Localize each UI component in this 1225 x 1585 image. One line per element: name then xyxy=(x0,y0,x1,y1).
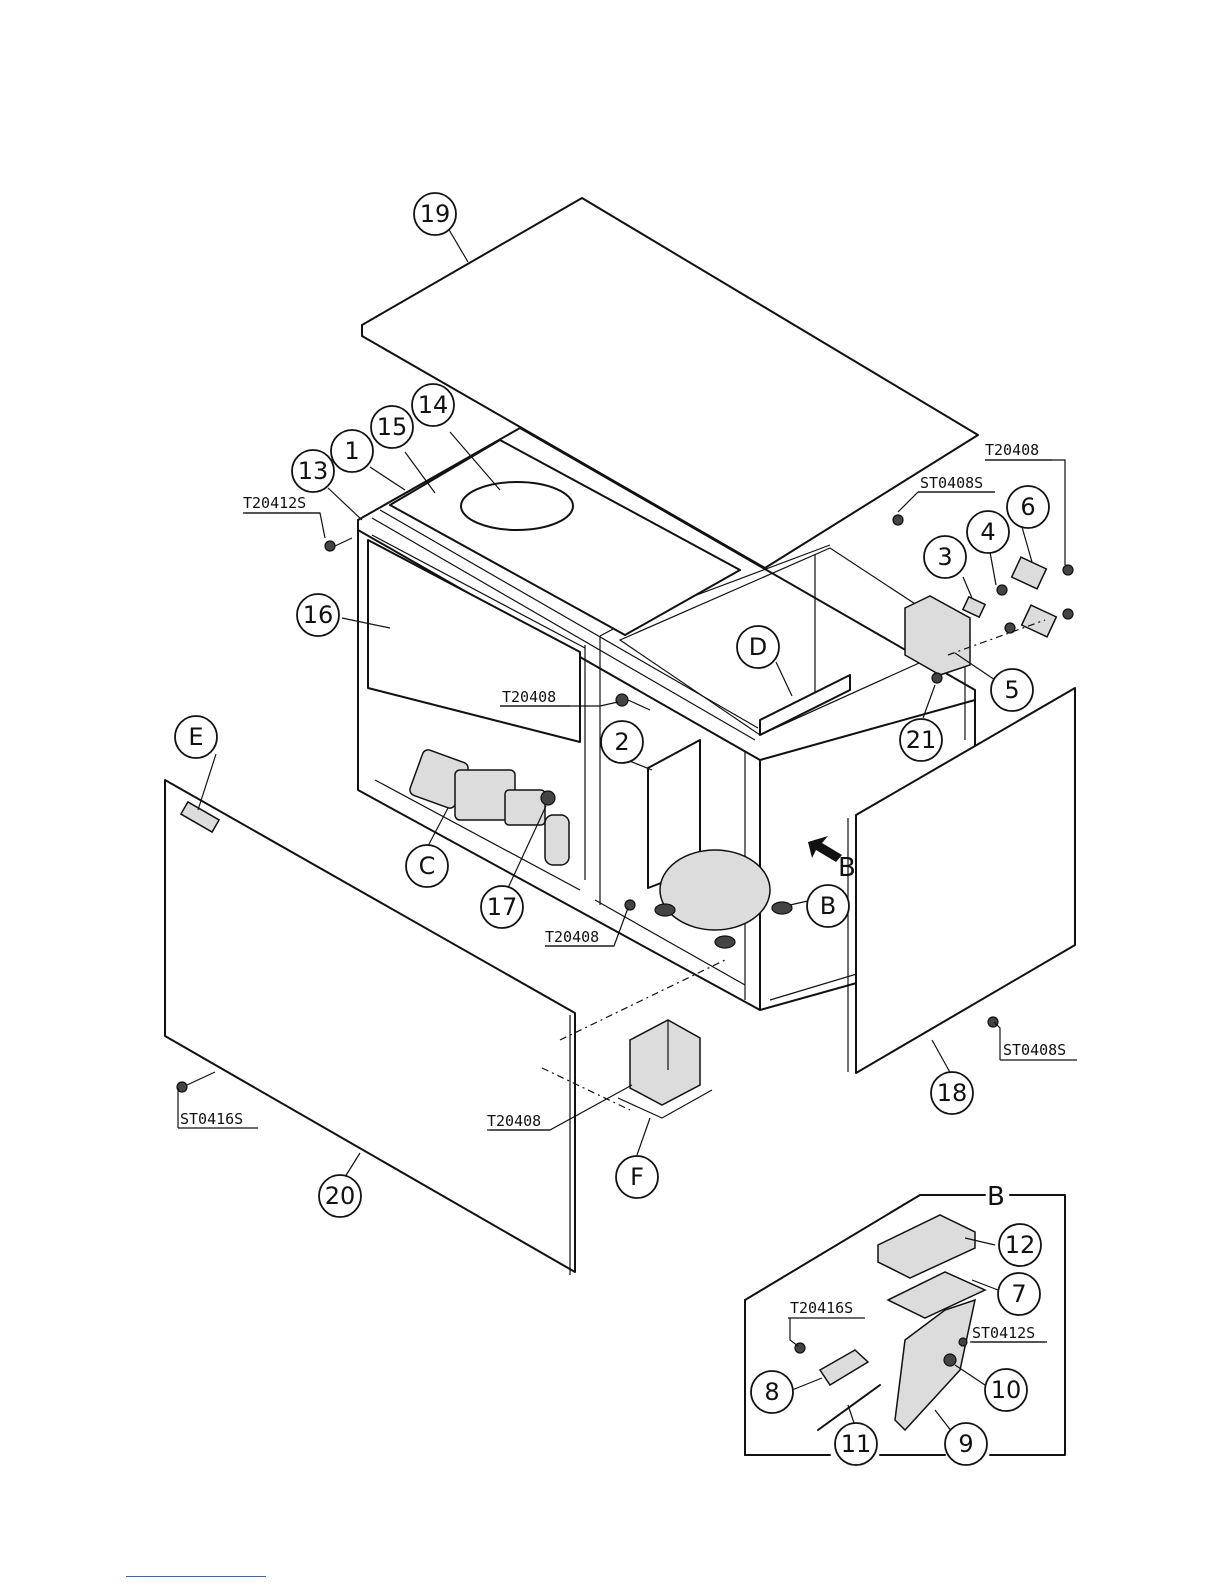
code-t20412s: T20412S xyxy=(243,494,306,512)
svg-text:D: D xyxy=(749,633,767,661)
callout-16: 16 xyxy=(297,594,339,636)
callout-9: 9 xyxy=(945,1423,987,1465)
callout-8: 8 xyxy=(751,1371,793,1413)
callout-f: F xyxy=(616,1156,658,1198)
svg-text:19: 19 xyxy=(420,200,451,228)
callout-d: D xyxy=(737,626,779,668)
side-panel-18 xyxy=(856,688,1075,1073)
callout-13: 13 xyxy=(292,450,334,492)
code-t20408-top-right: T20408 xyxy=(985,441,1039,459)
svg-text:2: 2 xyxy=(614,728,629,756)
svg-text:10: 10 xyxy=(991,1376,1022,1404)
callout-10: 10 xyxy=(985,1369,1027,1411)
svg-text:13: 13 xyxy=(298,457,329,485)
callout-14: 14 xyxy=(412,384,454,426)
svg-text:5: 5 xyxy=(1004,676,1019,704)
svg-text:12: 12 xyxy=(1005,1231,1036,1259)
svg-text:B: B xyxy=(820,892,836,920)
callout-20: 20 xyxy=(319,1175,361,1217)
callout-18: 18 xyxy=(931,1072,973,1114)
svg-text:4: 4 xyxy=(980,518,995,546)
svg-text:11: 11 xyxy=(841,1430,872,1458)
svg-text:18: 18 xyxy=(937,1079,968,1107)
svg-text:15: 15 xyxy=(377,413,408,441)
svg-text:C: C xyxy=(419,852,436,880)
callout-21: 21 xyxy=(900,719,942,761)
callout-4: 4 xyxy=(967,511,1009,553)
callout-19: 19 xyxy=(414,193,456,235)
callout-1: 1 xyxy=(331,430,373,472)
insulation-opening-14 xyxy=(461,482,573,530)
view-b-arrow-label: B xyxy=(838,853,856,883)
footer-link-underline[interactable] xyxy=(126,1576,266,1577)
electrical-box xyxy=(905,557,1073,683)
callout-3: 3 xyxy=(924,536,966,578)
svg-text:7: 7 xyxy=(1011,1280,1026,1308)
view-b-arrow xyxy=(808,836,842,862)
callout-7: 7 xyxy=(998,1273,1040,1315)
code-st0408s-top: ST0408S xyxy=(920,474,983,492)
callout-5: 5 xyxy=(991,669,1033,711)
svg-text:3: 3 xyxy=(937,543,952,571)
svg-text:F: F xyxy=(630,1163,644,1191)
detail-b-parts xyxy=(795,1215,985,1430)
svg-text:9: 9 xyxy=(958,1430,973,1458)
callout-11: 11 xyxy=(835,1423,877,1465)
callout-2: 2 xyxy=(601,721,643,763)
code-t20416s: T20416S xyxy=(790,1299,853,1317)
callout-c: C xyxy=(406,845,448,887)
svg-text:E: E xyxy=(188,723,203,751)
callout-12: 12 xyxy=(999,1224,1041,1266)
svg-text:16: 16 xyxy=(303,601,334,629)
callout-b: B xyxy=(807,885,849,927)
code-st0416s: ST0416S xyxy=(180,1110,243,1128)
svg-text:14: 14 xyxy=(418,391,449,419)
callout-15: 15 xyxy=(371,406,413,448)
callout-17: 17 xyxy=(481,886,523,928)
code-t20408-low: T20408 xyxy=(545,928,599,946)
callout-6: 6 xyxy=(1007,486,1049,528)
svg-text:20: 20 xyxy=(325,1182,356,1210)
svg-text:1: 1 xyxy=(344,437,359,465)
svg-text:17: 17 xyxy=(487,893,518,921)
code-t20408-mid: T20408 xyxy=(502,688,556,706)
code-st0412s: ST0412S xyxy=(972,1324,1035,1342)
svg-text:6: 6 xyxy=(1020,493,1035,521)
code-st0408s-right: ST0408S xyxy=(1003,1041,1066,1059)
code-t20408-bottom: T20408 xyxy=(487,1112,541,1130)
callout-e: E xyxy=(175,716,217,758)
svg-text:8: 8 xyxy=(764,1378,779,1406)
detail-b-title: B xyxy=(987,1182,1005,1212)
svg-text:21: 21 xyxy=(906,726,937,754)
compressor xyxy=(655,850,792,948)
